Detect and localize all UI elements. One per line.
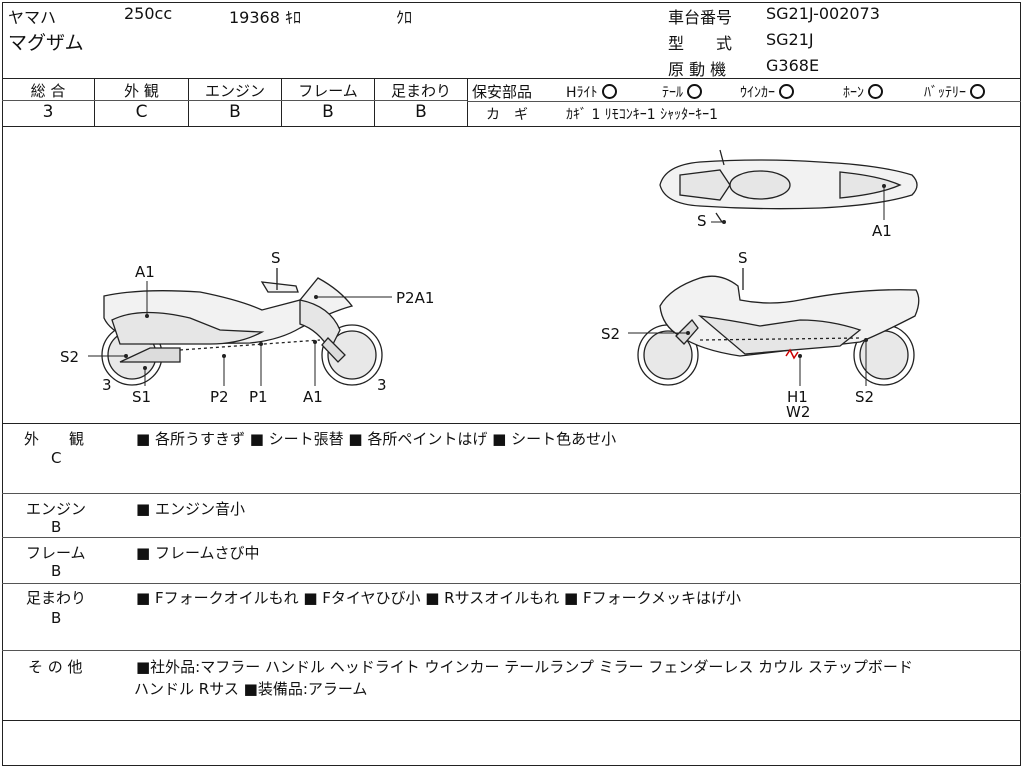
section-label-frame: フレーム xyxy=(26,544,86,562)
section-label-other: そ の 他 xyxy=(28,658,83,676)
diag-label-p1: P1 xyxy=(249,388,268,406)
color: ｸﾛ xyxy=(396,8,413,27)
safety-title: 保安部品 xyxy=(472,83,533,101)
ok-circle-icon xyxy=(601,84,617,99)
section-text-engine: ■ エンジン音小 xyxy=(136,500,245,518)
ok-circle-icon xyxy=(779,84,794,99)
diag-label-s2-front: S2 xyxy=(601,325,621,343)
section-text-other-line1: ■社外品:マフラー ハンドル ヘッドライト ウインカー テールランプ ミラー フ… xyxy=(136,658,913,676)
engine-value: G368E xyxy=(766,56,820,75)
key-label: カ ギ xyxy=(486,107,528,123)
displacement: 250cc xyxy=(124,4,173,23)
diag-label-p2a1: P2A1 xyxy=(396,289,435,307)
ok-circle-icon xyxy=(970,84,985,99)
diag-label-3-left: 3 xyxy=(102,376,112,394)
grade-value-engine: B xyxy=(229,102,241,122)
grade-value-frame: B xyxy=(322,102,334,122)
section-grade-exterior: C xyxy=(51,449,62,467)
grade-label-engine: エンジン xyxy=(204,82,265,100)
type-value: SG21J xyxy=(766,30,814,49)
frame-no: SG21J-002073 xyxy=(766,4,880,23)
grade-label-overall: 総 合 xyxy=(30,82,66,100)
safety-item-headlight: Hﾗｲﾄ xyxy=(566,82,617,102)
maker: ヤマハ xyxy=(8,8,57,27)
damage-diagram xyxy=(88,149,920,386)
ok-circle-icon xyxy=(868,84,883,99)
diag-label-s-plan: S xyxy=(697,212,707,230)
section-text-other-line2: ハンドル Rサス ■装備品:アラーム xyxy=(134,680,368,698)
grade-label-suspension: 足まわり xyxy=(390,82,451,100)
model-name: マグザム xyxy=(8,32,84,54)
diag-label-a1-plan: A1 xyxy=(872,222,892,240)
section-grade-engine: B xyxy=(51,518,62,536)
diag-label-3-right: 3 xyxy=(377,376,387,394)
section-label-suspension: 足まわり xyxy=(26,589,87,607)
section-grade-suspension: B xyxy=(51,609,62,627)
section-text-exterior: ■ 各所うすきず ■ シート張替 ■ 各所ペイントはげ ■ シート色あせ小 xyxy=(136,430,617,448)
section-text-frame: ■ フレームさび中 xyxy=(136,544,260,562)
scooter-side-view-left xyxy=(101,268,383,386)
diag-label-w2: W2 xyxy=(786,403,811,421)
diag-label-p2: P2 xyxy=(210,388,229,406)
diag-label-a1-bottom: A1 xyxy=(303,388,323,406)
diag-label-s2-rear: S2 xyxy=(855,388,875,406)
section-grade-frame: B xyxy=(51,562,62,580)
section-label-exterior: 外 観 xyxy=(24,430,85,448)
diag-label-s1: S1 xyxy=(132,388,152,406)
mileage: 19368 ｷﾛ xyxy=(229,8,301,27)
type-label: 型 式 xyxy=(668,34,733,53)
engine-label: 原 動 機 xyxy=(668,60,727,79)
grade-value-overall: 3 xyxy=(42,102,54,122)
diag-label-s2: S2 xyxy=(60,348,80,366)
scooter-side-view-right xyxy=(637,268,920,386)
frame-no-label: 車台番号 xyxy=(668,8,733,27)
grade-label-frame: フレーム xyxy=(298,82,358,100)
grade-value-exterior: C xyxy=(135,102,148,122)
grade-value-suspension: B xyxy=(415,102,427,122)
scooter-top-view xyxy=(659,149,918,223)
diag-label-h1: H1 xyxy=(787,388,808,406)
section-label-engine: エンジン xyxy=(26,500,87,518)
ok-circle-icon xyxy=(687,84,702,99)
safety-item-tail: ﾃｰﾙ xyxy=(662,82,702,102)
safety-item-horn: ﾎｰﾝ xyxy=(843,82,883,102)
grade-label-exterior: 外 観 xyxy=(124,82,159,100)
section-text-suspension: ■ Fフォークオイルもれ ■ Fタイヤひび小 ■ Rサスオイルもれ ■ Fフォー… xyxy=(136,589,742,607)
diag-label-s: S xyxy=(271,249,281,267)
safety-item-winker: ｳｲﾝｶｰ xyxy=(740,82,794,102)
safety-item-battery: ﾊﾞｯﾃﾘｰ xyxy=(924,82,985,102)
diag-label-s-side: S xyxy=(738,249,748,267)
key-value: ｶｷﾞ 1 ﾘﾓｺﾝｷｰ1 ｼｬｯﾀｰｷｰ1 xyxy=(566,107,719,123)
diag-label-a1: A1 xyxy=(135,263,155,281)
